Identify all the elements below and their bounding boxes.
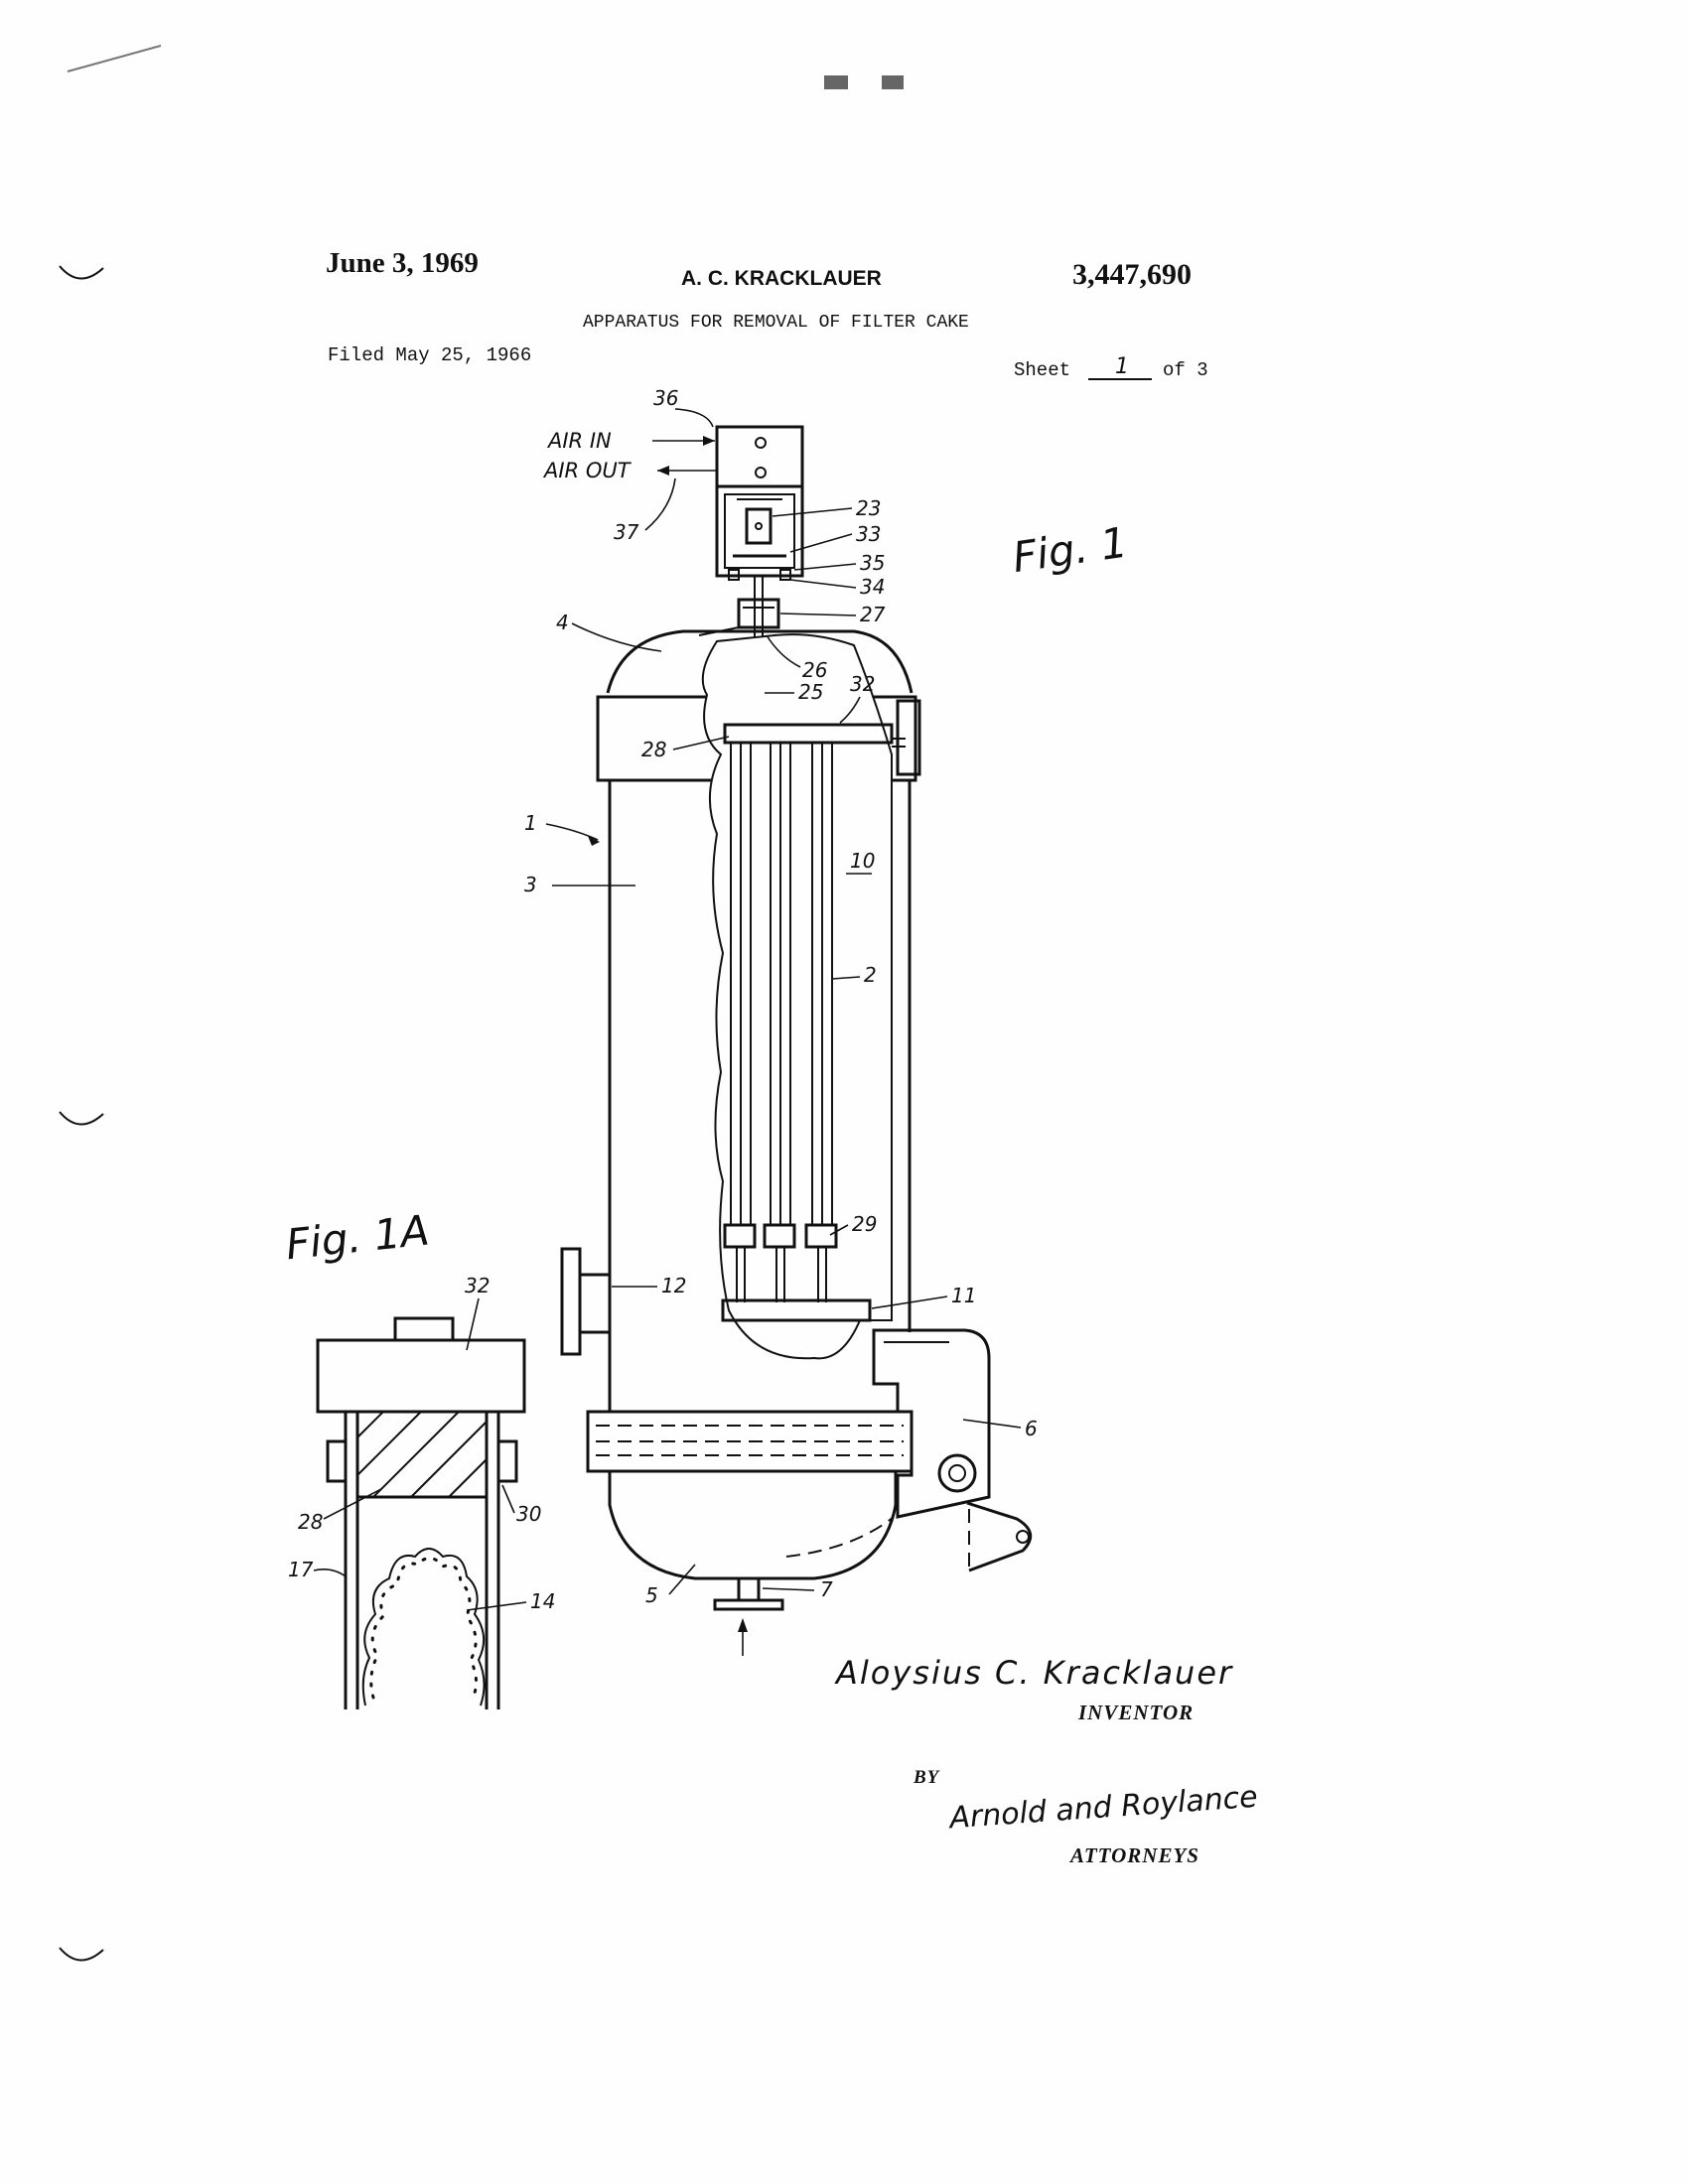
piston-block <box>747 509 771 543</box>
hinge-arm-eye <box>1017 1531 1029 1543</box>
inventor-caption: INVENTOR <box>1077 1701 1194 1724</box>
bottom-head <box>610 1471 896 1578</box>
leader-37 <box>645 478 675 530</box>
ref-2: 2 <box>864 963 877 987</box>
ref-14: 14 <box>530 1589 555 1613</box>
patent-number: 3,447,690 <box>1072 258 1192 291</box>
drain-flange <box>715 1600 782 1609</box>
hinge-bracket <box>874 1330 989 1517</box>
air-out-label: AIR OUT <box>542 459 633 482</box>
gasket-hatch <box>449 1459 487 1497</box>
figure-1a-label: Fig. 1A <box>284 1206 432 1270</box>
nut-top <box>395 1318 453 1340</box>
sheet-number: 1 <box>1115 354 1129 379</box>
gasket-block <box>357 1412 487 1497</box>
ref-6: 6 <box>1025 1417 1038 1440</box>
air-in-port <box>756 438 766 448</box>
ref-17: 17 <box>288 1558 314 1581</box>
ref-5: 5 <box>645 1583 658 1607</box>
ref-35: 35 <box>860 551 885 575</box>
sheet-prefix: Sheet <box>1014 359 1070 381</box>
air-in-arrowhead <box>703 436 715 446</box>
ref-33: 33 <box>856 522 881 546</box>
hinge-pin-outer <box>939 1455 975 1491</box>
ref-30: 30 <box>516 1502 541 1526</box>
ref-23: 23 <box>856 496 881 520</box>
hinge-pin-inner <box>949 1465 965 1481</box>
sheet-suffix: of 3 <box>1163 359 1208 381</box>
figure-1a: Fig. 1A 32 28 30 17 14 <box>284 1206 556 1709</box>
ref-4: 4 <box>556 611 569 634</box>
inventor-header: A. C. KRACKLAUER <box>681 267 882 290</box>
gasket-hatch <box>357 1412 383 1437</box>
ref-34: 34 <box>860 575 885 599</box>
ref-36: 36 <box>653 386 678 410</box>
patent-date: June 3, 1969 <box>326 247 479 279</box>
patent-title: APPARATUS FOR REMOVAL OF FILTER CAKE <box>583 313 969 333</box>
scan-smudge <box>882 75 904 89</box>
leader-23 <box>773 508 852 516</box>
filter-bag-outline <box>363 1549 485 1706</box>
air-out-port <box>756 468 766 478</box>
drain-flow-arrowhead <box>738 1618 748 1632</box>
side-nut-right <box>498 1441 516 1481</box>
punch-hole-middle <box>60 1112 103 1125</box>
ref-26: 26 <box>802 658 827 682</box>
ref-10: 10 <box>850 849 875 873</box>
figure-1-label: Fig. 1 <box>1010 517 1131 582</box>
leader-17 <box>314 1570 346 1576</box>
leader-34 <box>790 580 856 588</box>
attorney-caption: ATTORNEYS <box>1068 1843 1199 1867</box>
drain-pipe <box>739 1578 759 1600</box>
ref-25: 25 <box>798 680 823 704</box>
ref-1: 1 <box>524 811 537 835</box>
leader-32-fig1a <box>467 1298 479 1350</box>
by-label: BY <box>913 1767 941 1788</box>
air-out-arrowhead <box>657 466 669 476</box>
gasket-hatch <box>411 1422 487 1497</box>
punch-hole-bottom <box>60 1948 103 1961</box>
leader-6 <box>963 1420 1021 1428</box>
ref-27: 27 <box>860 603 886 626</box>
leader-27 <box>780 614 856 615</box>
leader-30 <box>502 1485 514 1513</box>
packing-gland <box>739 600 778 627</box>
bottom-head-dash <box>786 1517 894 1557</box>
ref-32-fig1a: 32 <box>465 1274 490 1297</box>
ref-29: 29 <box>852 1212 877 1236</box>
inlet-nozzle-pipe <box>580 1275 610 1332</box>
ref-3: 3 <box>524 873 537 896</box>
gasket-hatch <box>373 1412 459 1497</box>
leader-28-fig1a <box>324 1489 381 1519</box>
leader-33 <box>790 534 852 552</box>
hinge-arm <box>967 1503 1031 1570</box>
ref-28-fig1: 28 <box>641 738 666 761</box>
punch-hole-top <box>60 266 103 279</box>
ref-28-fig1a: 28 <box>298 1510 323 1534</box>
ref-32-fig1: 32 <box>850 672 875 696</box>
leader-14 <box>467 1602 526 1610</box>
side-nut-left <box>328 1441 346 1481</box>
leader-7 <box>763 1588 814 1590</box>
scan-mark <box>68 46 161 71</box>
ref-7: 7 <box>820 1577 833 1601</box>
piston-pin <box>756 523 762 529</box>
scan-smudge <box>824 75 848 89</box>
filed-date: Filed May 25, 1966 <box>328 344 531 366</box>
inlet-nozzle-flange <box>562 1249 580 1354</box>
attorney-signature: Arnold and Roylance <box>946 1780 1258 1837</box>
leader-4 <box>572 623 661 651</box>
ref-11: 11 <box>951 1284 976 1307</box>
inventor-signature: Aloysius C. Kracklauer <box>834 1654 1233 1692</box>
air-in-label: AIR IN <box>546 429 612 453</box>
gasket-hatch <box>357 1412 421 1475</box>
leader-36 <box>675 409 713 427</box>
ref-12: 12 <box>661 1274 686 1297</box>
ref-37: 37 <box>614 520 639 544</box>
tube-sheet-section <box>318 1340 524 1412</box>
figure-1: AIR IN AIR OUT <box>524 386 1130 1656</box>
